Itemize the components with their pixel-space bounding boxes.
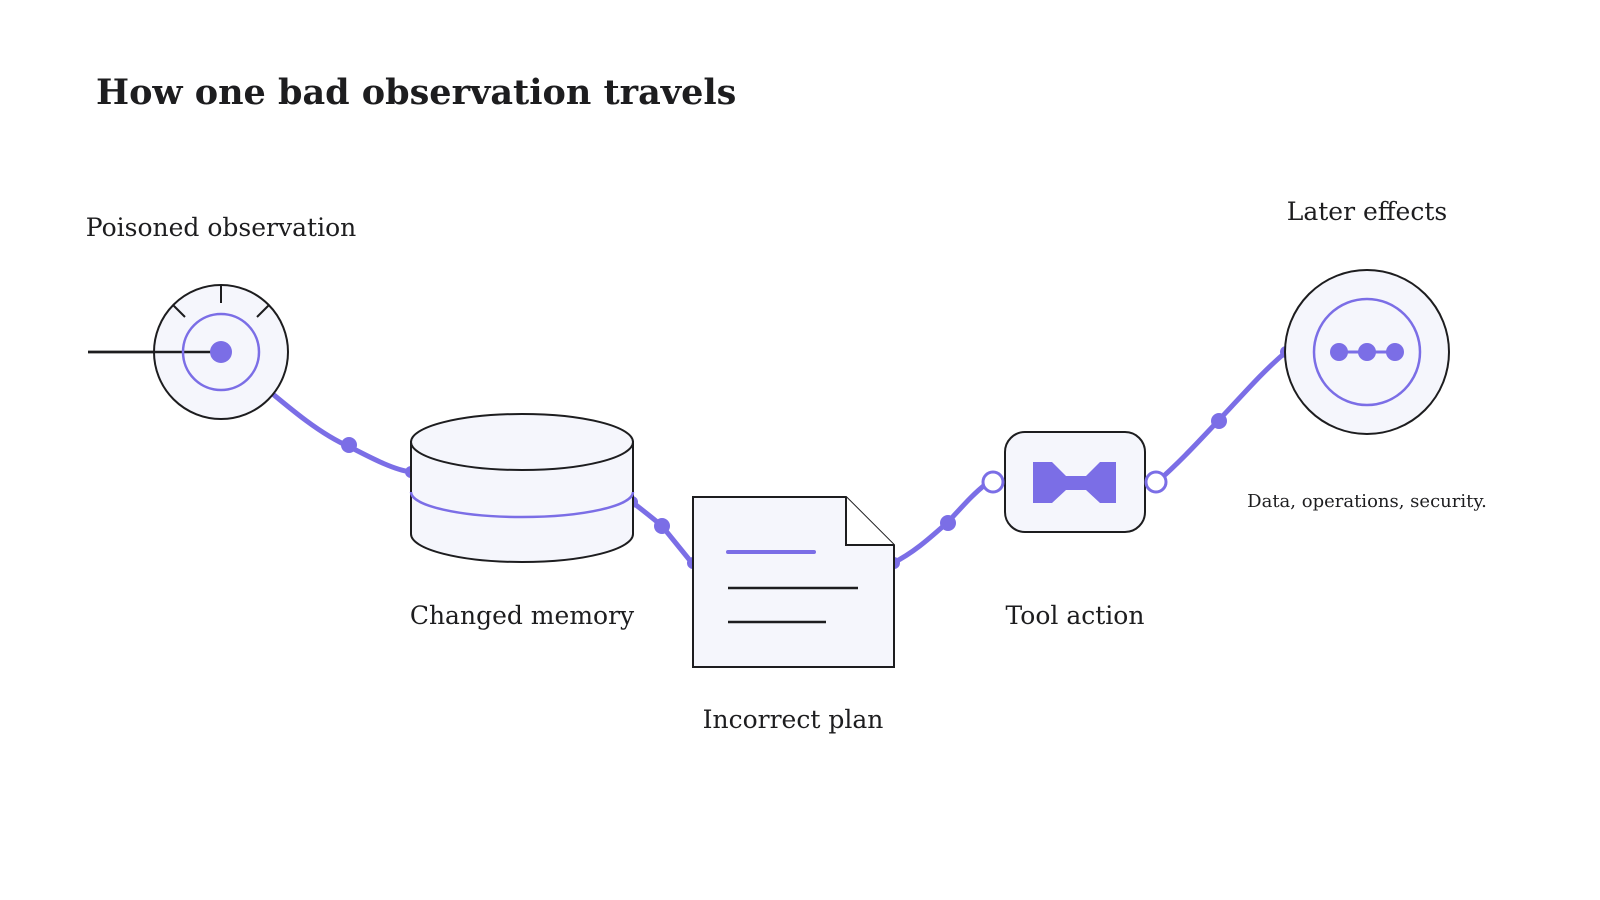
tool-bowtie-icon [981,431,1168,533]
node-label-tool-action: Tool action [1006,601,1145,630]
document-icon [692,496,895,668]
waypoint-dot [940,515,956,531]
node-poisoned-observation: Poisoned observation [86,213,356,420]
node-label-later-effects: Later effects [1287,197,1447,226]
connector-plan-to-tool [890,481,989,566]
node-incorrect-plan: Incorrect plan [692,496,895,734]
diagram-title: How one bad observation travels [96,72,736,113]
waypoint-dot [654,518,670,534]
node-changed-memory: Changed memory [409,413,635,630]
waypoint-dot [341,437,357,453]
node-label-changed-memory: Changed memory [410,601,635,630]
node-label-incorrect-plan: Incorrect plan [703,705,884,734]
node-label-poisoned-observation: Poisoned observation [86,213,356,242]
gauge-icon [88,284,289,420]
node-later-effects: Later effects Data, operations, security… [1247,197,1487,512]
ellipsis-circle-icon [1284,269,1450,435]
database-icon [409,413,635,563]
waypoint-dot [1211,413,1227,429]
node-tool-action: Tool action [981,431,1168,630]
node-caption-later-effects: Data, operations, security. [1247,491,1487,512]
